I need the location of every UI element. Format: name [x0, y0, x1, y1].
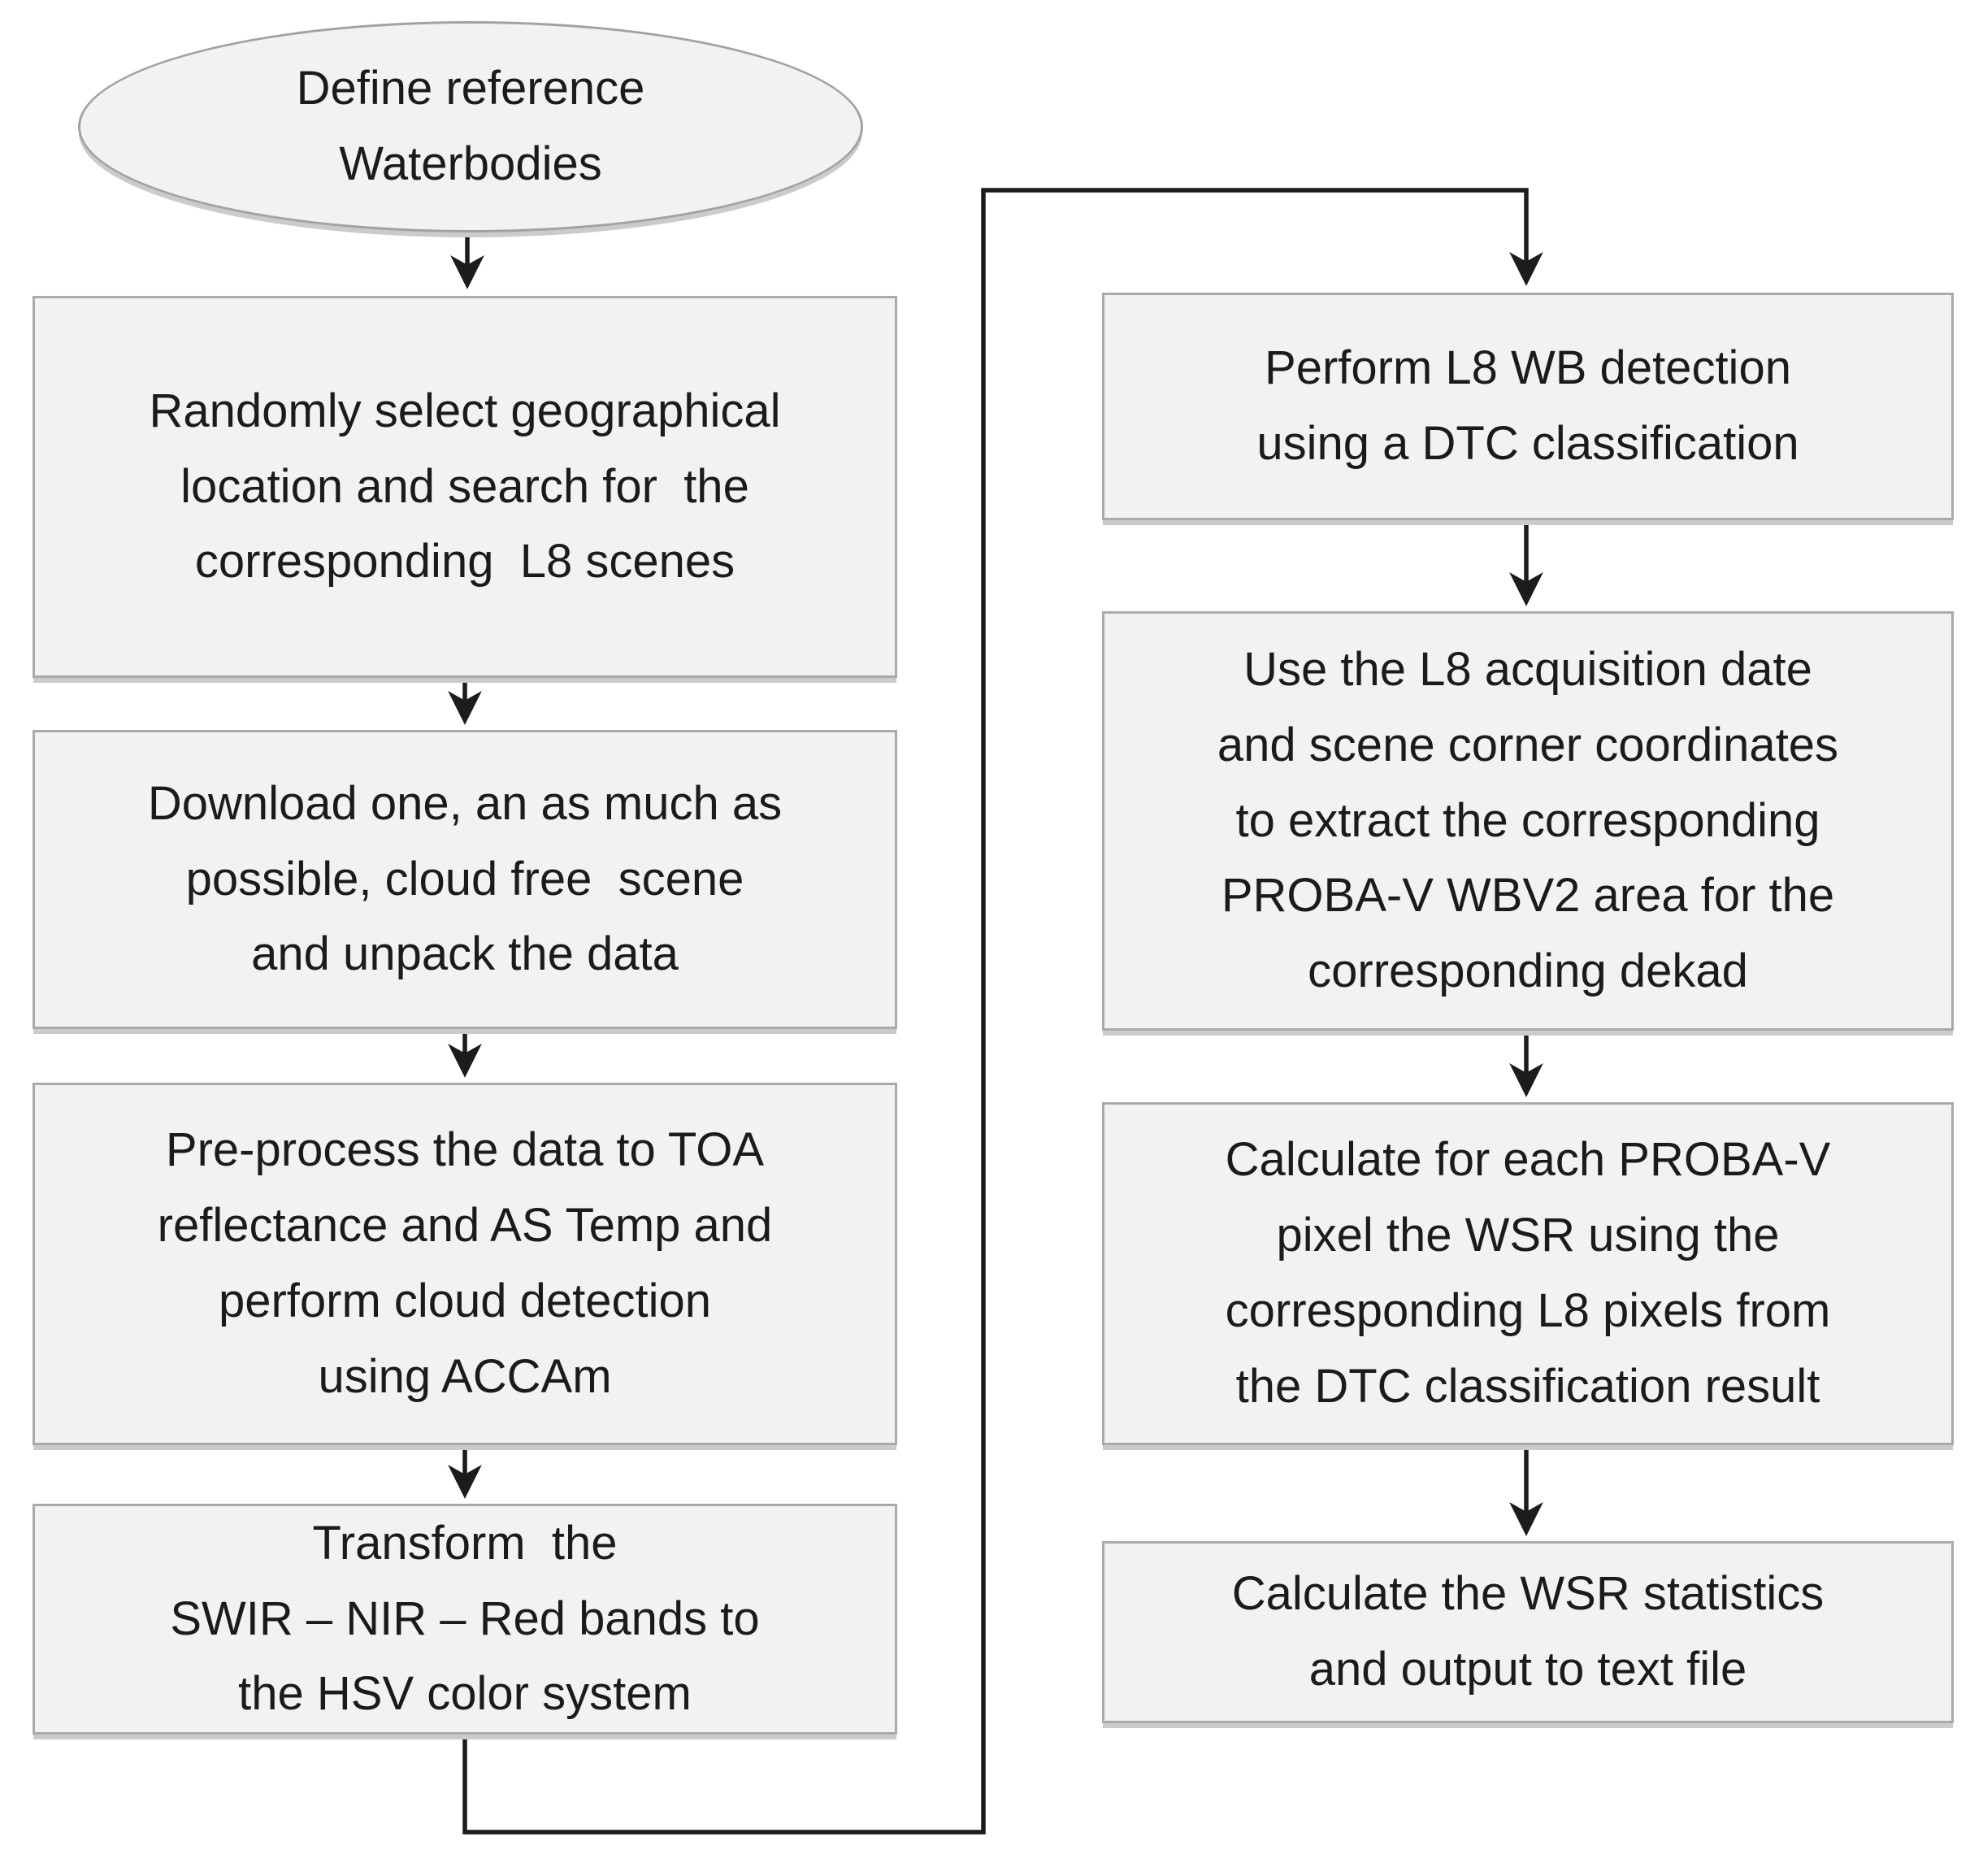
node-text-line: and unpack the data: [251, 927, 679, 981]
node-text-line: possible, cloud free scene: [185, 852, 744, 905]
node-text-line: the HSV color system: [238, 1667, 692, 1721]
node-text-line: to extract the corresponding: [1235, 793, 1820, 847]
process-node-calculate-wsr-per-pixel: Calculate for each PROBA-V pixel the WSR…: [1102, 1102, 1954, 1445]
node-text-line: reflectance and AS Temp and: [157, 1199, 773, 1253]
node-text-line: and scene corner coordinates: [1217, 718, 1839, 771]
node-text-line: Define reference: [296, 62, 645, 115]
node-text-line: Pre-process the data to TOA: [165, 1123, 765, 1177]
node-text-line: Randomly select geographical: [149, 384, 781, 437]
node-text-line: Transform the: [312, 1516, 618, 1570]
node-text-line: Calculate the WSR statistics: [1231, 1567, 1825, 1621]
node-text-line: corresponding L8 pixels from: [1225, 1284, 1831, 1337]
process-node-extract-probav-wbv2: Use the L8 acquisition date and scene co…: [1102, 611, 1954, 1031]
node-text-line: corresponding L8 scenes: [194, 535, 735, 588]
process-node-randomly-select-location: Randomly select geographical location an…: [33, 296, 897, 678]
process-node-download-scene: Download one, an as much as possible, cl…: [33, 730, 897, 1029]
node-text-line: using ACCAm: [318, 1349, 612, 1403]
node-text-line: using a DTC classification: [1256, 417, 1799, 470]
node-text-line: PROBA-V WBV2 area for the: [1221, 869, 1835, 923]
node-text-line: the DTC classification result: [1235, 1359, 1820, 1413]
node-text-line: pixel the WSR using the: [1276, 1209, 1780, 1262]
node-text-line: perform cloud detection: [218, 1275, 712, 1327]
node-text-line: Use the L8 acquisition date: [1243, 643, 1812, 696]
node-text-line: location and search for the: [180, 459, 749, 513]
node-text-line: Waterbodies: [339, 137, 602, 190]
start-node-define-reference-waterbodies: Define reference Waterbodies: [78, 21, 863, 232]
process-node-wsr-statistics-output: Calculate the WSR statistics and output …: [1102, 1541, 1954, 1723]
node-text-line: corresponding dekad: [1308, 945, 1748, 998]
node-text-line: and output to text file: [1308, 1643, 1747, 1696]
node-text-line: Calculate for each PROBA-V: [1225, 1133, 1831, 1187]
node-text-line: Perform L8 WB detection: [1265, 341, 1791, 395]
process-node-preprocess-toa-accam: Pre-process the data to TOA reflectance …: [33, 1083, 897, 1445]
process-node-transform-hsv: Transform the SWIR – NIR – Red bands to …: [33, 1504, 897, 1735]
node-text-line: Download one, an as much as: [147, 776, 783, 830]
node-text-line: SWIR – NIR – Red bands to: [170, 1592, 760, 1645]
process-node-l8-wb-detection: Perform L8 WB detection using a DTC clas…: [1102, 293, 1954, 520]
